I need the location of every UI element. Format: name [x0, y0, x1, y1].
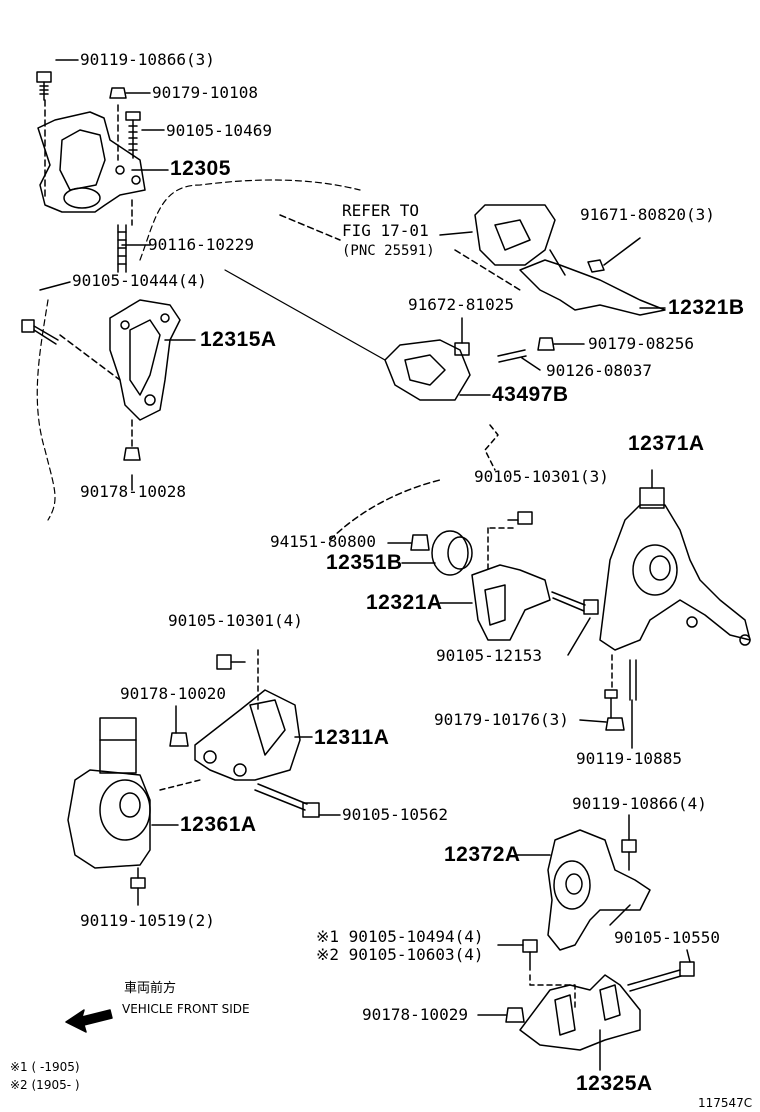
bracket-43497B: [384, 339, 471, 401]
bracket-12315A: [109, 299, 181, 421]
bracket-12325A: [519, 974, 641, 1051]
mount-12372A: [547, 829, 651, 951]
part-90105-12153: 90105-12153: [436, 646, 542, 665]
part-12321B: 12321B: [668, 296, 745, 319]
part-43497B: 43497B: [492, 383, 569, 406]
part-12325A: 12325A: [576, 1072, 653, 1095]
footnote-1: ※1 ( -1905): [10, 1060, 80, 1074]
bracket-12311A: [194, 689, 301, 781]
vehicle-front-label-jp: 車両前方: [124, 981, 177, 996]
part-90179-08256: 90179-08256: [588, 334, 694, 353]
part-90105-10550: 90105-10550: [614, 928, 720, 947]
engine-outline: [36, 299, 56, 521]
refer-note-line1: REFER TO: [342, 201, 420, 220]
part-91672-81025: 91672-81025: [408, 295, 514, 314]
part-90178-10020: 90178-10020: [120, 684, 226, 703]
part-12371A: 12371A: [628, 432, 705, 455]
part-90126-08037: 90126-08037: [546, 361, 652, 380]
vehicle-front-arrow: [65, 1009, 113, 1033]
part-90105-10494-4: ※1 90105-10494(4): [316, 927, 484, 946]
vehicle-front-label-en: VEHICLE FRONT SIDE: [122, 1002, 250, 1016]
part-90178-10029: 90178-10029: [362, 1005, 468, 1024]
part-12311A: 12311A: [314, 726, 390, 749]
engine-outline-top: [139, 179, 361, 261]
part-90105-10301-4: 90105-10301(4): [168, 611, 303, 630]
part-90105-10603-4: ※2 90105-10603(4): [316, 945, 484, 964]
part-90178-10028: 90178-10028: [80, 482, 186, 501]
part-90116-10229: 90116-10229: [148, 235, 254, 254]
part-90105-10469: 90105-10469: [166, 121, 272, 140]
part-94151-80800: 94151-80800: [270, 532, 376, 551]
part-12305: 12305: [170, 157, 231, 180]
figure-id: 117547C: [698, 1096, 753, 1110]
mount-12371A: [599, 504, 751, 651]
mount-12305: [37, 111, 146, 213]
part-90179-10176-3: 90179-10176(3): [434, 710, 569, 729]
part-90105-10444-4: 90105-10444(4): [72, 271, 207, 290]
part-12372A: 12372A: [444, 843, 521, 866]
bracket-12321A: [471, 564, 551, 641]
refer-note-line2: FIG 17-01: [342, 221, 429, 240]
part-12321A: 12321A: [366, 591, 443, 614]
part-90119-10866-4: 90119-10866(4): [572, 794, 707, 813]
part-90105-10562: 90105-10562: [342, 805, 448, 824]
part-90179-10108: 90179-10108: [152, 83, 258, 102]
part-90119-10866-3: 90119-10866(3): [80, 50, 215, 69]
part-90119-10885: 90119-10885: [576, 749, 682, 768]
part-91671-80820-3: 91671-80820(3): [580, 205, 715, 224]
footnote-2: ※2 (1905- ): [10, 1078, 80, 1092]
part-12361A: 12361A: [180, 813, 257, 836]
refer-note-line3: (PNC 25591): [342, 243, 435, 259]
part-12351B: 12351B: [326, 551, 403, 574]
part-90105-10301-3: 90105-10301(3): [474, 467, 609, 486]
part-90119-10519-2: 90119-10519(2): [80, 911, 215, 930]
bracket-12321B: [519, 259, 666, 316]
part-12315A: 12315A: [200, 328, 277, 351]
